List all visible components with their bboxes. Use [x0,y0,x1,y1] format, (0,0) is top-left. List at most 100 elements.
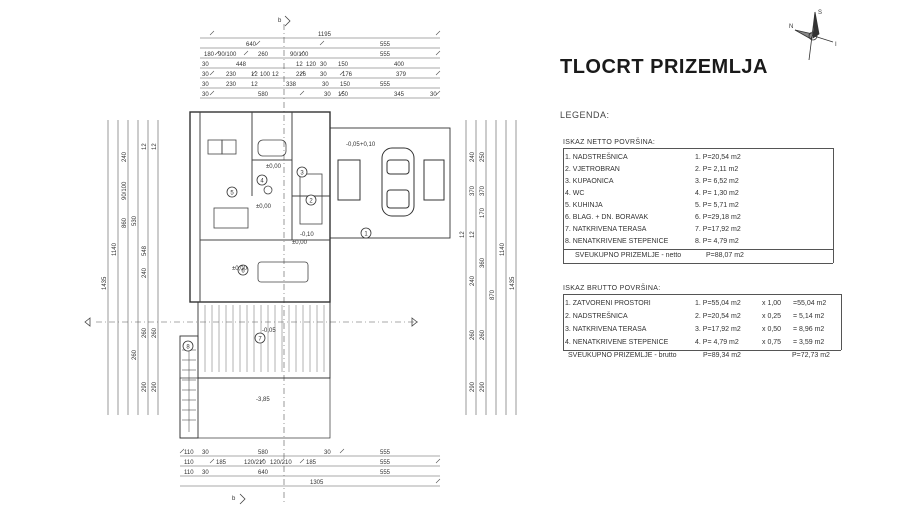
dim-label: 260 [132,349,138,360]
level-mark: -0,05 [262,328,276,334]
dim-label: 250 [480,151,486,162]
dim-label: 1305 [310,480,324,486]
dim-label: 30 [202,92,209,98]
dim-label: 120/210 [270,460,292,466]
dim-label: 400 [394,62,405,68]
brutto-row-factor: x 0,25 [762,313,782,320]
room-label-1: 1 [364,232,368,238]
netto-row-name: 8. NENATKRIVENE STEPENICE [565,238,669,245]
dim-label: 30 [320,72,327,78]
dim-label: 379 [396,72,407,78]
dim-label: 150 [338,62,349,68]
brutto-row-area: 3. P=17,92 m2 [695,326,741,333]
dim-label: 1140 [500,242,506,256]
floor-plan-drawing: 1 2 3 4 5 6 7 8 ±0,00 ±0,00 ±0,00 -0,10 … [84,15,517,505]
brutto-row-result: = 8,96 m2 [793,326,825,333]
dim-label: 100 [260,72,271,78]
brutto-row-area: 1. P=55,04 m2 [695,300,741,307]
dim-label: 548 [142,245,148,256]
brutto-row-factor: x 0,75 [762,339,782,346]
room-label-7: 7 [258,337,262,343]
dim-label: 90/100 [218,52,237,58]
dim-label: 338 [286,82,297,88]
netto-row-area: 2. P= 2,11 m2 [695,166,739,173]
dim-label: 240 [470,275,476,286]
dim-label: 30 [320,62,327,68]
level-mark: -0,05 [346,142,360,148]
brutto-heading: ISKAZ BRUTTO POVRŠINA: [563,285,661,292]
dim-label: 230 [226,82,237,88]
dim-label: 1140 [112,242,118,256]
dim-label: 1435 [102,276,108,290]
brutto-right-rule [841,294,842,350]
level-mark: ±0,00 [292,240,308,246]
dim-label: 30 [202,62,209,68]
compass-east-label: I [835,42,837,48]
dim-label: 12 [470,231,476,238]
dim-label: 30 [324,92,331,98]
dim-label: 12 [272,72,279,78]
netto-total-value: P=88,07 m2 [706,252,744,259]
section-marker-top: b [278,18,282,24]
level-mark: -0,10 [300,232,314,238]
netto-row-name: 5. KUHINJA [565,202,603,209]
dim-label: 30 [322,82,329,88]
brutto-row-area: 4. P= 4,79 m2 [695,339,739,346]
dim-label: 290 [480,381,486,392]
brutto-row-result: =55,04 m2 [793,300,827,307]
dim-label: 110 [184,470,194,476]
dim-label: 12 [251,72,258,78]
level-mark: +0,10 [360,142,376,148]
brutto-total-weighted: P=72,73 m2 [792,352,830,359]
dim-label: 1195 [318,32,332,38]
dim-label: 30 [202,450,209,456]
dim-label: 240 [142,267,148,278]
netto-right-rule [833,148,834,263]
dim-label: 260 [142,327,148,338]
dim-label: 176 [342,72,353,78]
netto-left-rule [563,148,564,263]
dim-label: 640 [258,470,269,476]
dim-label: 555 [380,450,391,456]
dim-label: 12 [142,143,148,150]
netto-row-name: 7. NATKRIVENA TERASA [565,226,647,233]
brutto-row-area: 2. P=20,54 m2 [695,313,741,320]
dim-label: 555 [380,42,391,48]
dim-label: 640 [246,42,257,48]
dim-label: 30 [324,450,331,456]
netto-row-area: 4. P= 1,30 m2 [695,190,739,197]
netto-row-name: 2. VJETROBRAN [565,166,620,173]
dim-label: 30 [430,92,437,98]
dim-label: 12 [296,62,303,68]
dim-label: 12 [251,82,258,88]
brutto-total-label: SVEUKUPNO PRIZEMLJE - brutto [568,352,677,359]
dim-label: 870 [490,289,496,300]
dim-label: 530 [132,215,138,226]
brutto-row-name: 1. ZATVORENI PROSTORI [565,300,651,307]
dim-label: 240 [122,151,128,162]
netto-bottom-rule [563,263,833,264]
netto-row-area: 1. P=20,54 m2 [695,154,741,161]
dim-label: 110 [184,460,194,466]
room-label-2: 2 [309,199,313,205]
room-label-8: 8 [186,345,190,351]
netto-total-rule [563,249,833,250]
netto-row-area: 3. P= 6,52 m2 [695,178,739,185]
dim-label: 448 [236,62,247,68]
dim-label: 580 [258,92,269,98]
dim-label: 150 [338,92,349,98]
brutto-top-rule [563,294,841,295]
netto-row-area: 6. P=29,18 m2 [695,214,741,221]
room-label-4: 4 [260,179,264,185]
dim-label: 240 [470,151,476,162]
dim-label: 290 [142,381,148,392]
room-label-6: 6 [241,269,245,275]
room-label-5: 5 [230,191,234,197]
dim-label: 360 [480,257,486,268]
level-mark: ±0,00 [232,266,248,272]
dim-label: 120/210 [244,460,266,466]
